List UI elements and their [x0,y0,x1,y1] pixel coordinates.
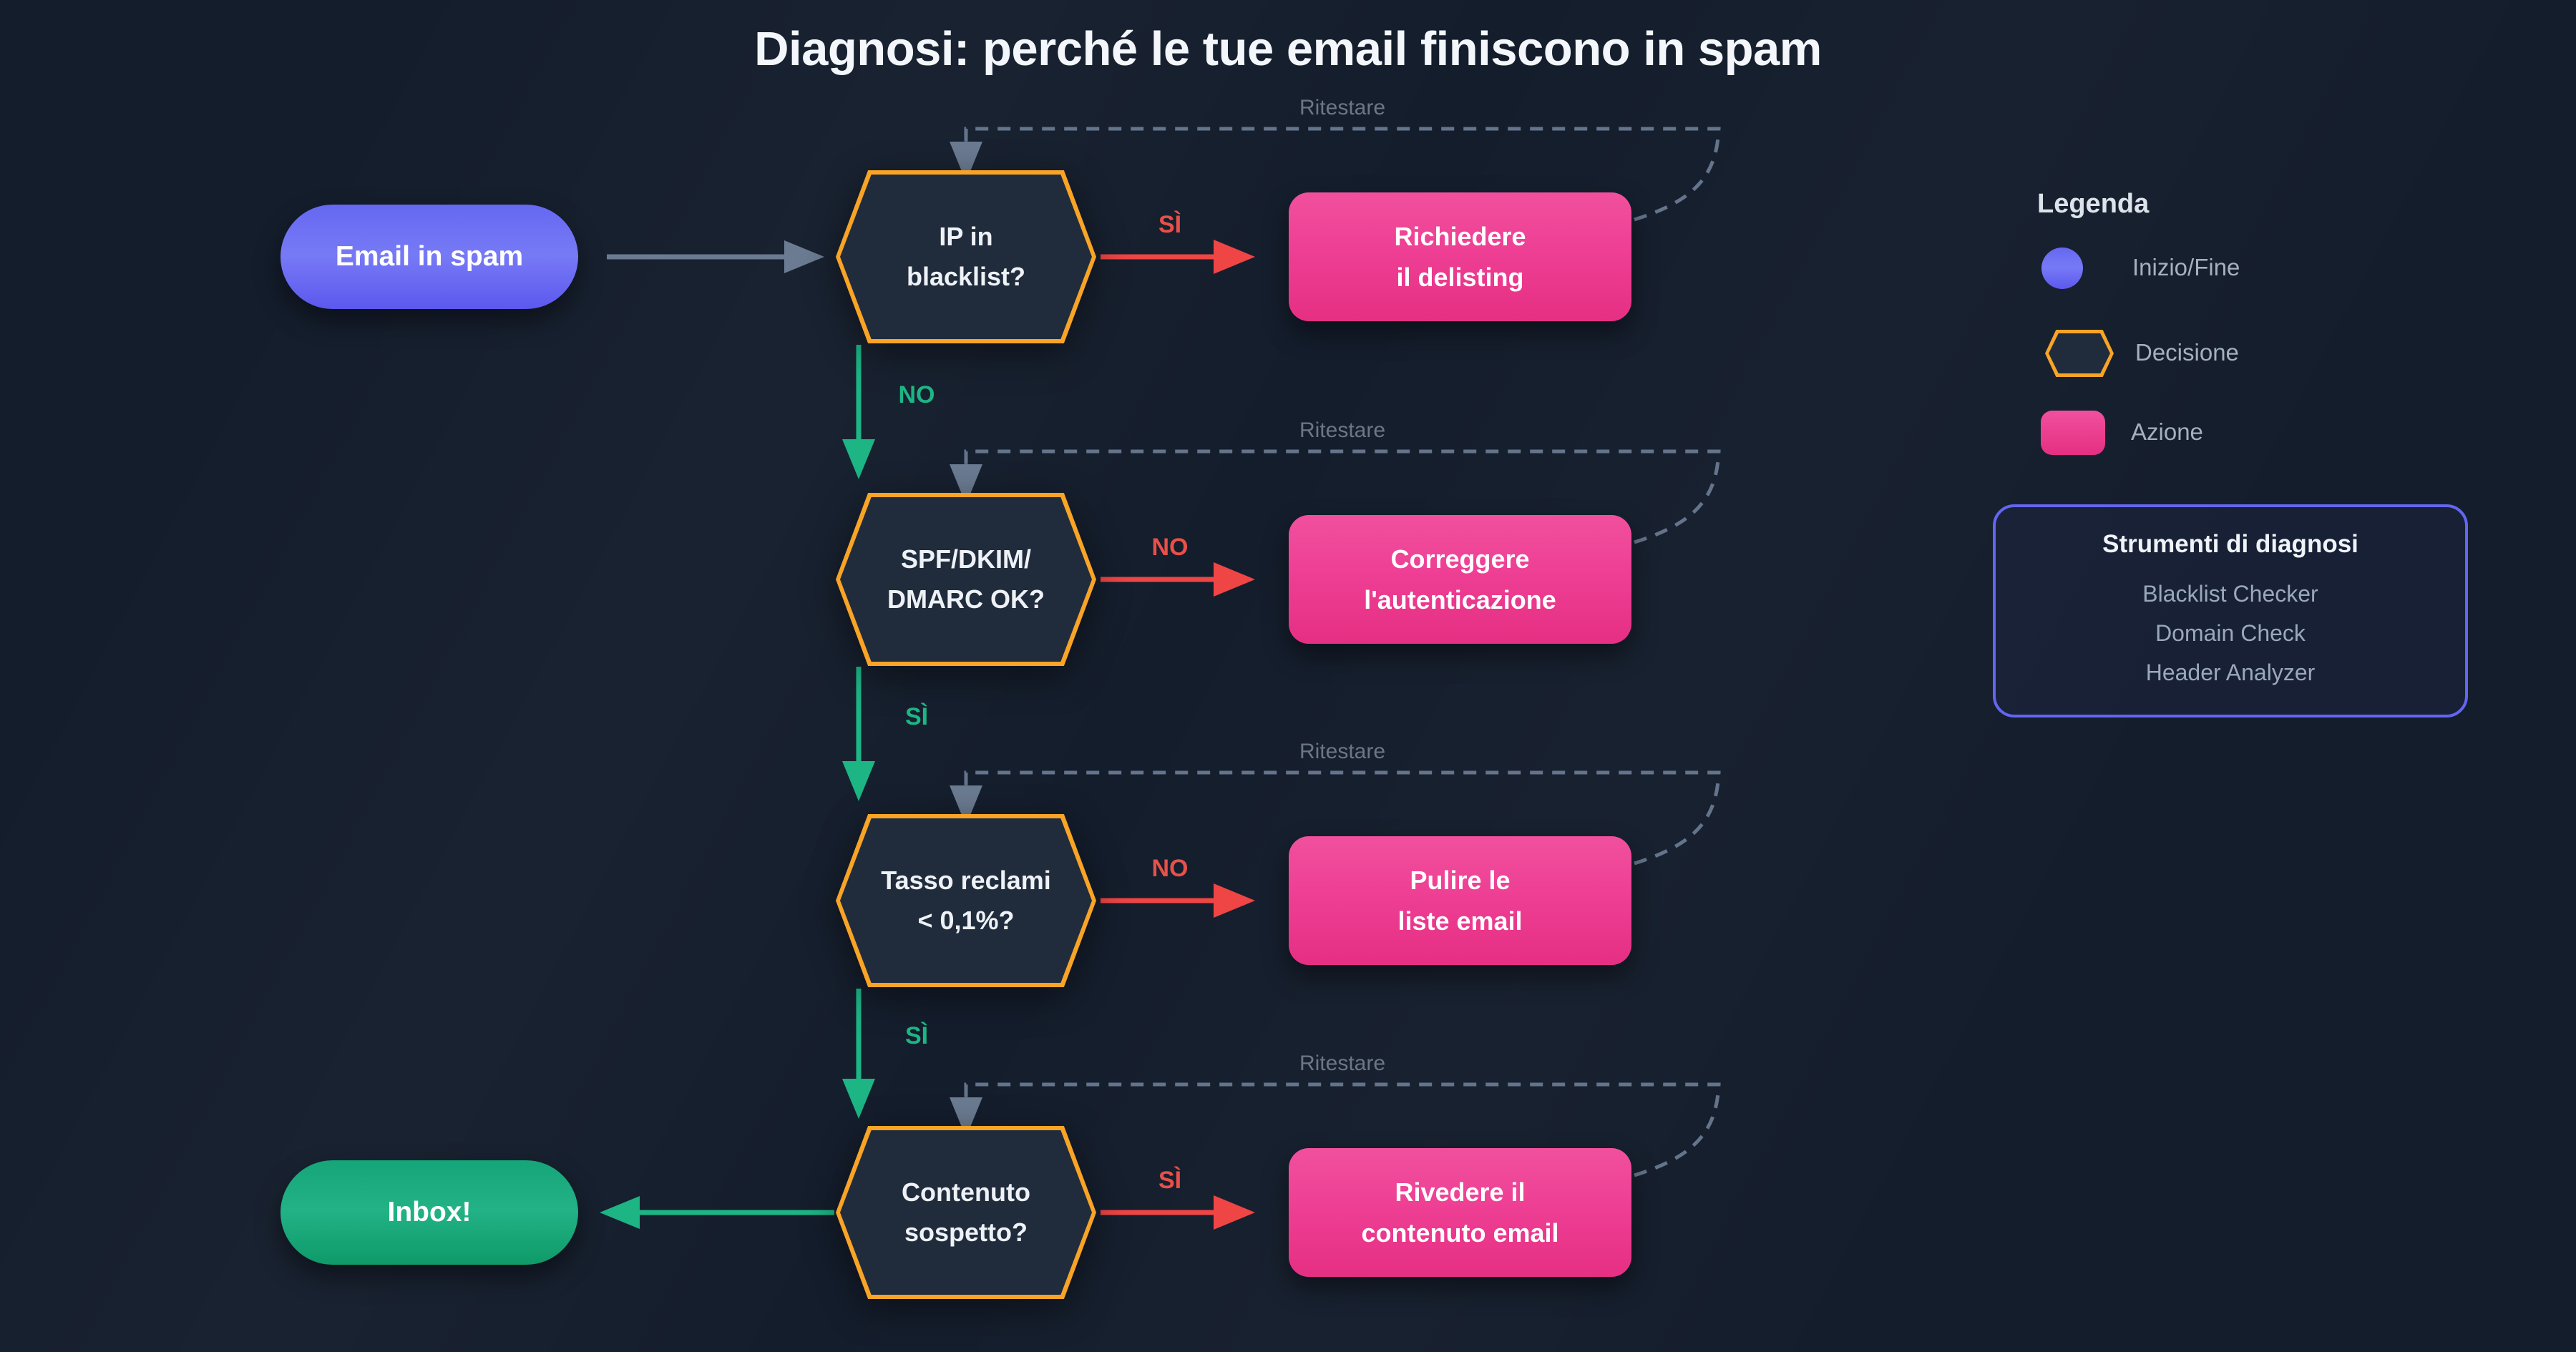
decision-node-4-line1: Contenuto [902,1177,1030,1207]
start-node-label: Email in spam [335,241,524,272]
action-node-3-line2: liste email [1397,906,1523,936]
retest-label-2: Ritestare [1299,418,1386,442]
action-node-3: Pulire le liste email [1289,836,1631,965]
tools-list: Blacklist Checker Domain Check Header An… [2142,574,2318,692]
end-node: Inbox! [280,1160,578,1265]
decision-node-3-line1: Tasso reclami [881,866,1051,895]
tool-item-domain-check: Domain Check [2155,620,2306,646]
decision-node-1-body: IP in blacklist? [840,175,1092,339]
edge-retest-loop-1 [950,127,1721,222]
start-node: Email in spam [280,205,578,309]
tools-panel-title: Strumenti di diagnosi [2102,530,2358,558]
legend-item-action-label: Azione [2131,418,2203,445]
action-node-1-line2: il delisting [1396,263,1524,292]
action-node-4-line2: contenuto email [1361,1218,1559,1248]
decision-node-4: Contenuto sospetto? [836,1126,1096,1299]
edge-label-down-1: NO [898,381,935,408]
decision-node-3: Tasso reclami < 0,1%? [836,814,1096,987]
edge-label-right-3: NO [1151,855,1189,882]
decision-node-1: IP in blacklist? [836,170,1096,343]
retest-label-3: Ritestare [1299,740,1386,763]
decision-node-1-line2: blacklist? [906,262,1026,291]
action-node-2: Correggere l'autenticazione [1289,515,1631,644]
decision-node-2-line2: DMARC OK? [887,584,1045,614]
legend-decision-swatch-icon [2045,330,2114,377]
decision-node-2: SPF/DKIM/ DMARC OK? [836,493,1096,666]
tools-panel: Strumenti di diagnosi Blacklist Checker … [1993,504,2468,717]
action-node-2-line1: Correggere [1390,544,1530,574]
retest-label-1: Ritestare [1299,96,1386,119]
edge-retest-loop-3 [950,770,1721,866]
legend-action-swatch-icon [2041,411,2105,455]
tool-item-blacklist-checker: Blacklist Checker [2142,581,2318,607]
legend-title: Legenda [2037,189,2150,219]
action-node-1: Richiedere il delisting [1289,192,1631,321]
action-node-1-line1: Richiedere [1394,222,1526,251]
decision-node-4-line2: sospetto? [904,1218,1028,1247]
legend-item-decision-label: Decisione [2135,339,2239,366]
edge-label-down-3: SÌ [904,1022,929,1049]
retest-label-4: Ritestare [1299,1052,1386,1075]
decision-node-4-body: Contenuto sospetto? [840,1130,1092,1295]
legend-start-end-swatch-icon [2041,248,2083,289]
action-node-4: Rivedere il contenuto email [1289,1148,1631,1277]
decision-node-2-line1: SPF/DKIM/ [900,544,1031,574]
decision-node-2-body: SPF/DKIM/ DMARC OK? [840,497,1092,662]
end-node-label: Inbox! [387,1197,472,1228]
decision-node-1-line1: IP in [939,222,993,251]
edge-label-right-1: SÌ [1158,211,1182,238]
edge-retest-loop-4 [950,1082,1721,1177]
action-node-4-line1: Rivedere il [1395,1177,1526,1207]
action-node-3-line1: Pulire le [1410,866,1511,895]
edge-retest-loop-2 [950,449,1721,544]
edge-label-right-2: NO [1151,534,1189,561]
page-title: Diagnosi: perché le tue email finiscono … [754,22,1822,76]
action-node-2-line2: l'autenticazione [1364,585,1556,614]
edge-label-right-4: SÌ [1158,1167,1182,1194]
edge-label-down-2: SÌ [904,703,929,730]
tool-item-header-analyzer: Header Analyzer [2145,660,2316,685]
decision-node-3-line2: < 0,1%? [917,906,1015,935]
decision-node-3-body: Tasso reclami < 0,1%? [840,818,1092,983]
legend-item-start-end-label: Inizio/Fine [2132,254,2240,280]
